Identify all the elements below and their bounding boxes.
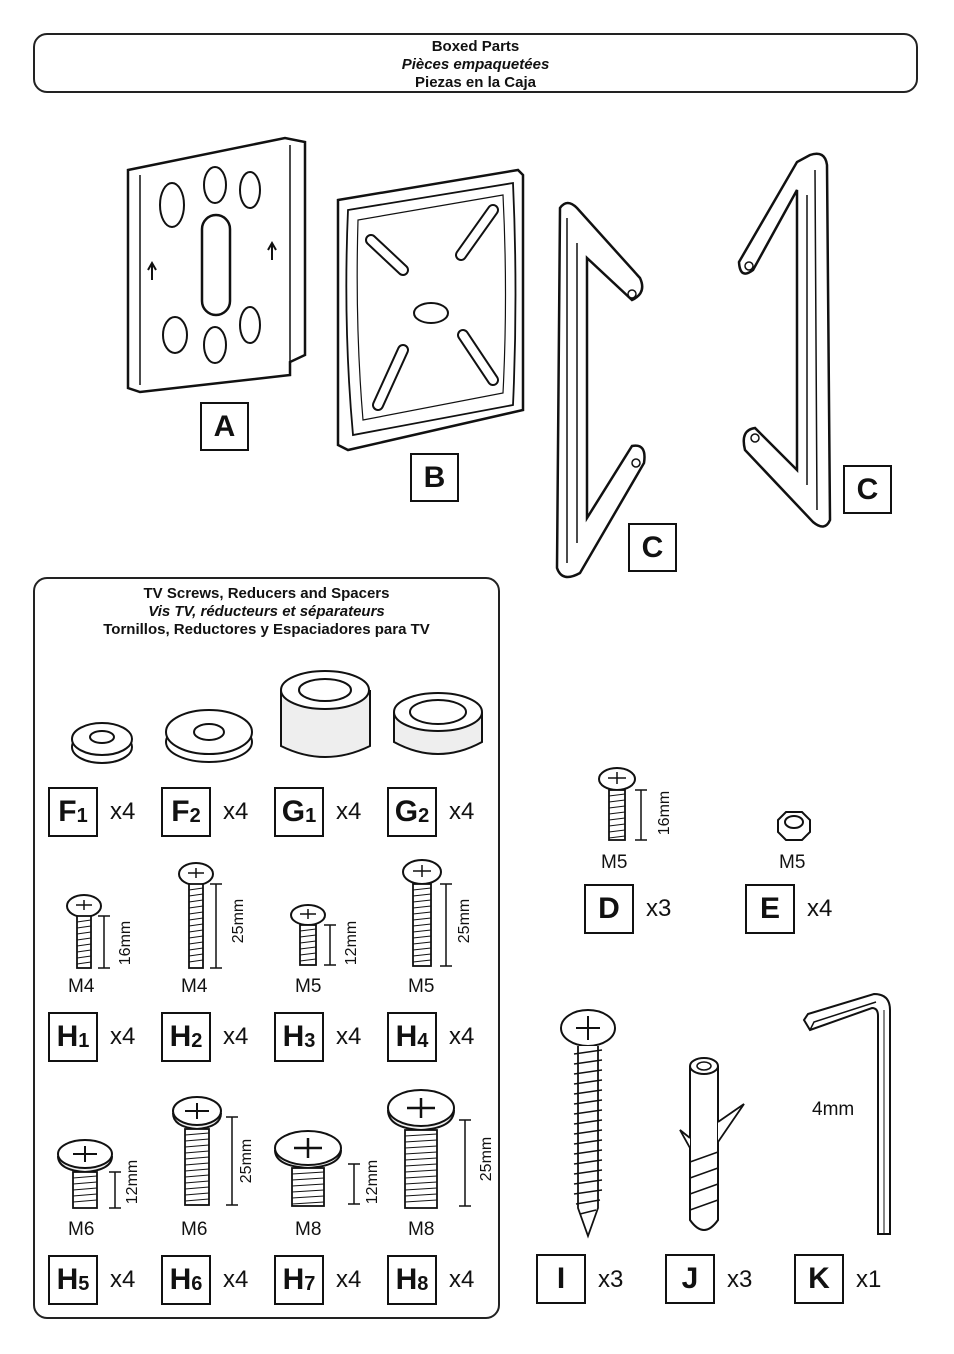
screw-h4-length: 25mm — [456, 898, 474, 944]
part-f2-qty: x4 — [223, 798, 249, 825]
part-j-qty: x3 — [727, 1266, 753, 1293]
tv-screws-section: TV Screws, Reducers and Spacers Vis TV, … — [33, 577, 500, 1319]
part-h2-qty: x4 — [223, 1023, 249, 1050]
header-line-en: Boxed Parts — [431, 38, 520, 55]
screw-h7-length: 12mm — [364, 1159, 382, 1205]
part-h8-label: H8 — [387, 1255, 437, 1305]
part-h2-label: H2 — [161, 1012, 211, 1062]
screw-h2-length: 25mm — [230, 898, 248, 944]
part-h1-qty: x4 — [110, 1023, 136, 1050]
wood-screw-i-illustration — [560, 1009, 616, 1239]
screw-d-illustration — [598, 767, 647, 841]
part-h4-qty: x4 — [449, 1023, 475, 1050]
screw-h6-length: 25mm — [238, 1138, 256, 1184]
screw-h1-illustration — [66, 894, 110, 969]
arm-left-illustration — [555, 201, 646, 579]
part-i-qty: x3 — [598, 1266, 624, 1293]
part-h8-qty: x4 — [449, 1266, 475, 1293]
part-h6-qty: x4 — [223, 1266, 249, 1293]
reducer-f2-illustration — [165, 709, 253, 763]
part-f2-label: F2 — [161, 787, 211, 837]
part-g2-qty: x4 — [449, 798, 475, 825]
part-h4-label: H4 — [387, 1012, 437, 1062]
part-e-qty: x4 — [807, 895, 833, 922]
part-h7-qty: x4 — [336, 1266, 362, 1293]
screw-d-thread: M5 — [601, 852, 628, 873]
part-c-right-label: C — [843, 465, 892, 514]
screw-h7-thread: M8 — [295, 1219, 322, 1240]
part-h7-label: H7 — [274, 1255, 324, 1305]
screw-h4-illustration — [402, 859, 452, 967]
reducer-f1-illustration — [71, 722, 133, 764]
part-h1-label: H1 — [48, 1012, 98, 1062]
screw-h2-thread: M4 — [181, 976, 208, 997]
screw-h1-length: 16mm — [117, 920, 135, 966]
screw-h8-thread: M8 — [408, 1219, 435, 1240]
part-c-left-label: C — [628, 523, 677, 572]
part-g2-label: G2 — [387, 787, 437, 837]
tv-plate-illustration — [336, 168, 525, 452]
wall-anchor-j-illustration — [679, 1057, 745, 1231]
part-k-qty: x1 — [856, 1266, 882, 1293]
screw-h7-illustration — [274, 1130, 360, 1207]
wall-plate-illustration — [126, 136, 307, 394]
part-e-label: E — [745, 884, 795, 934]
screw-h4-thread: M5 — [408, 976, 435, 997]
spacer-g1-illustration — [280, 670, 371, 758]
part-h3-qty: x4 — [336, 1023, 362, 1050]
part-a-label: A — [200, 402, 249, 451]
screw-h6-illustration — [172, 1096, 238, 1206]
boxed-parts-header: Boxed Parts Pièces empaquetées Piezas en… — [33, 33, 918, 93]
part-h5-qty: x4 — [110, 1266, 136, 1293]
part-g1-qty: x4 — [336, 798, 362, 825]
arm-right-illustration — [737, 152, 832, 528]
part-h6-label: H6 — [161, 1255, 211, 1305]
screw-d-length: 16mm — [656, 790, 674, 836]
screw-h3-illustration — [290, 904, 336, 966]
header-line-es: Piezas en la Caja — [415, 74, 536, 91]
allen-key-k-illustration — [802, 992, 891, 1235]
screw-h8-length: 25mm — [478, 1136, 496, 1182]
screw-h3-length: 12mm — [343, 920, 361, 966]
screw-h6-thread: M6 — [181, 1219, 208, 1240]
screw-h5-length: 12mm — [124, 1159, 142, 1205]
part-g1-label: G1 — [274, 787, 324, 837]
nut-e-illustration — [777, 811, 811, 841]
screw-h2-illustration — [178, 862, 222, 969]
screw-h5-thread: M6 — [68, 1219, 95, 1240]
allen-key-size: 4mm — [812, 1099, 855, 1120]
part-k-label: K — [794, 1254, 844, 1304]
spacer-g2-illustration — [393, 692, 483, 755]
part-j-label: J — [665, 1254, 715, 1304]
part-i-label: I — [536, 1254, 586, 1304]
screw-h3-thread: M5 — [295, 976, 322, 997]
tv-section-title: TV Screws, Reducers and Spacers Vis TV, … — [103, 585, 430, 638]
screw-h8-illustration — [387, 1089, 471, 1209]
header-line-fr: Pièces empaquetées — [401, 56, 550, 73]
part-h3-label: H3 — [274, 1012, 324, 1062]
part-h5-label: H5 — [48, 1255, 98, 1305]
nut-e-thread: M5 — [779, 852, 806, 873]
part-f1-label: F1 — [48, 787, 98, 837]
screw-h5-illustration — [57, 1139, 121, 1209]
part-d-label: D — [584, 884, 634, 934]
screw-h1-thread: M4 — [68, 976, 95, 997]
part-b-label: B — [410, 453, 459, 502]
part-d-qty: x3 — [646, 895, 672, 922]
part-f1-qty: x4 — [110, 798, 136, 825]
